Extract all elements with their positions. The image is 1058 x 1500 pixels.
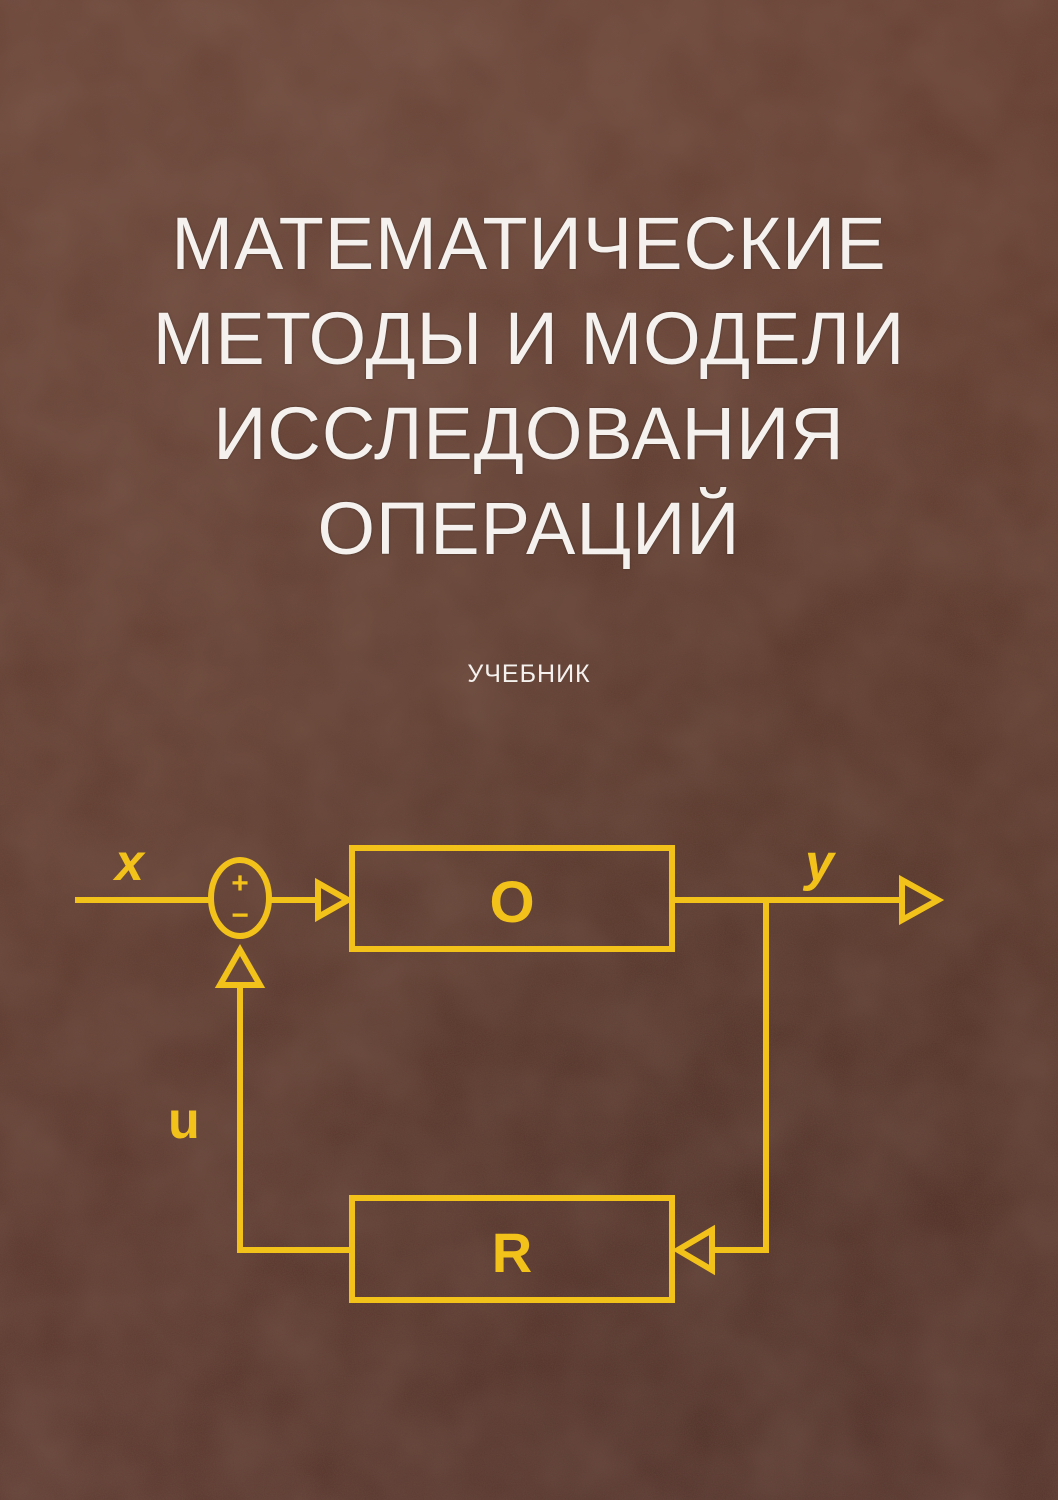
summator-minus-sign: − [231,899,249,932]
summator-feedback-arrow [214,943,266,988]
output-arrow [899,874,945,926]
book-subtitle: УЧЕБНИК [467,660,591,688]
title-line-3: ИССЛЕДОВАНИЯ [213,392,845,475]
feedback-line [712,900,769,1253]
summator-plus-sign: + [231,867,249,900]
title-line-2: МЕТОДЫ И МОДЕЛИ [152,297,906,380]
input-label: x [112,834,146,892]
object-input-arrow [315,877,355,923]
object-block-label: O [489,870,534,935]
regulator-block-label: R [492,1221,532,1284]
control-signal-line [237,985,352,1253]
control-label: u [168,1092,200,1150]
output-label: y [802,834,837,892]
book-title: МАТЕМАТИЧЕСКИЕ МЕТОДЫ И МОДЕЛИ ИССЛЕДОВА… [0,196,1058,576]
title-line-1: МАТЕМАТИЧЕСКИЕ [171,202,887,285]
title-line-4: ОПЕРАЦИЙ [317,487,741,570]
regulator-input-arrow [672,1224,715,1276]
